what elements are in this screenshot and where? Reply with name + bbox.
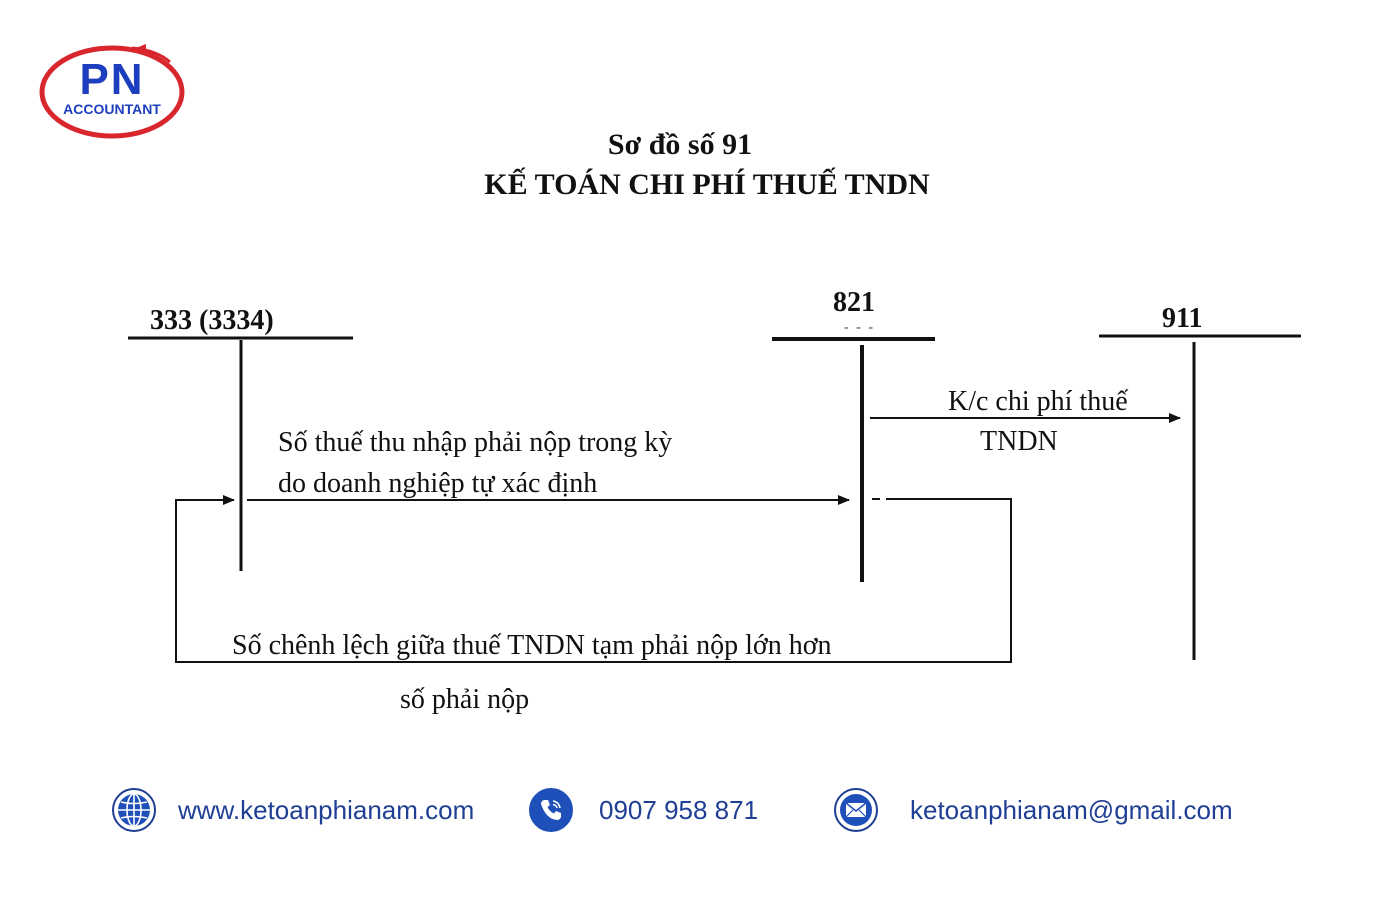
account-911-label: 911 xyxy=(1162,303,1203,334)
phone-icon xyxy=(529,788,573,832)
footer-email[interactable]: ketoanphianam@gmail.com xyxy=(834,788,1233,832)
entry-transfer-line2: TNDN xyxy=(980,426,1058,457)
footer-website[interactable]: www.ketoanphianam.com xyxy=(112,788,474,832)
website-link[interactable]: www.ketoanphianam.com xyxy=(178,794,475,825)
logo-ellipse xyxy=(39,44,185,139)
account-821-label: 821 xyxy=(833,287,875,318)
diagram-title: KẾ TOÁN CHI PHÍ THUẾ TNDN xyxy=(484,168,930,201)
entry-difference-line2: số phải nộp xyxy=(400,684,530,715)
account-333-label: 333 (3334) xyxy=(150,305,274,336)
mail-icon xyxy=(834,788,878,832)
account-821-dashes: ‐ ‐ ‐ xyxy=(844,320,875,335)
footer-phone[interactable]: 0907 958 871 xyxy=(529,788,758,832)
entry-tax-payable-line2: do doanh nghiệp tự xác định xyxy=(278,468,598,499)
entry-transfer-line1: K/c chi phí thuế xyxy=(948,386,1128,417)
entry-difference-line1: Số chênh lệch giữa thuế TNDN tạm phải nộ… xyxy=(232,630,832,661)
email-address[interactable]: ketoanphianam@gmail.com xyxy=(910,794,1233,825)
logo-text: PN xyxy=(79,55,145,104)
entry-tax-payable-line1: Số thuế thu nhập phải nộp trong kỳ xyxy=(278,427,673,458)
logo-subtext: ACCOUNTANT xyxy=(63,101,161,117)
globe-icon xyxy=(112,788,156,832)
company-logo: PN ACCOUNTANT xyxy=(36,40,188,140)
phone-number[interactable]: 0907 958 871 xyxy=(599,794,759,825)
diagram-number: Sơ đồ số 91 xyxy=(607,128,753,161)
